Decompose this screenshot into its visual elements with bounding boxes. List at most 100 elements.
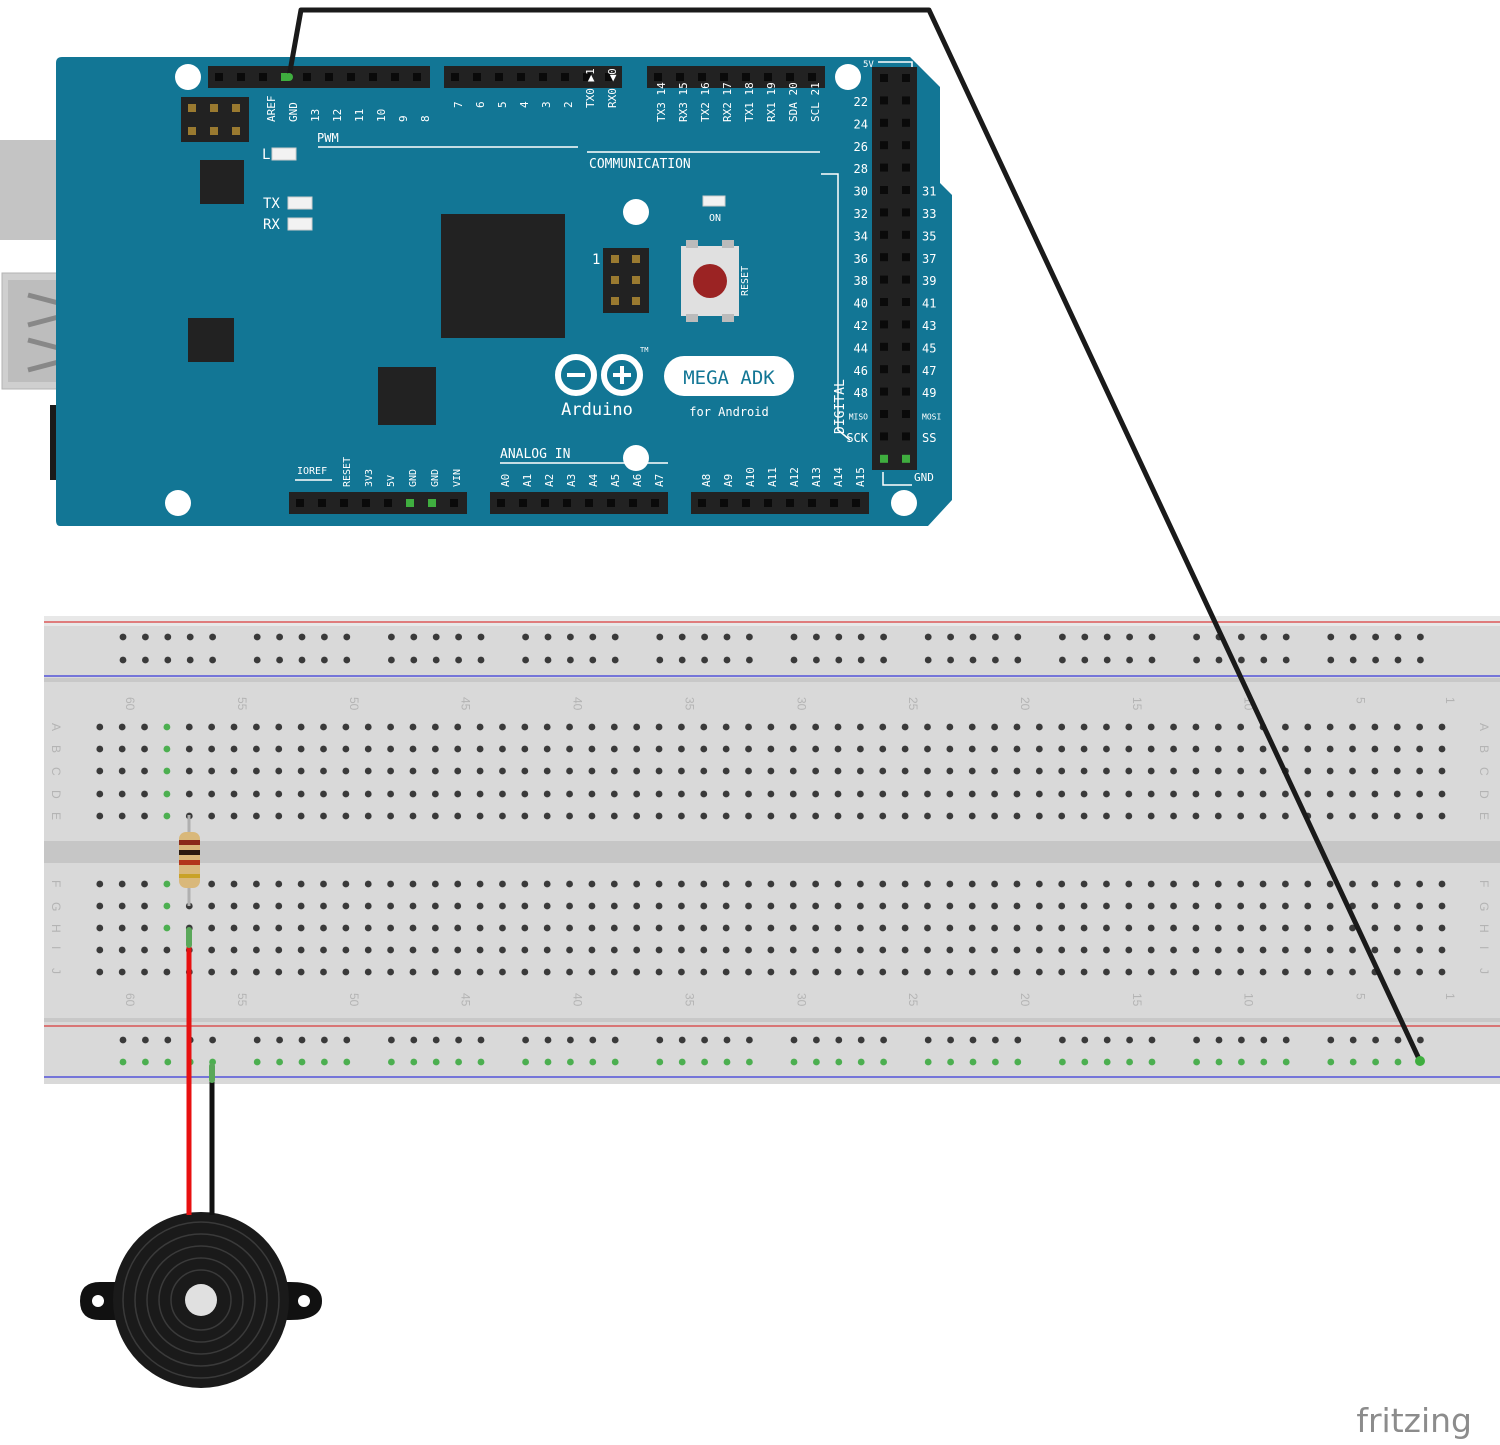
breadboard-hole[interactable]	[656, 656, 664, 664]
breadboard-hole[interactable]	[454, 968, 462, 976]
breadboard-hole[interactable]	[1237, 812, 1245, 820]
breadboard-hole[interactable]	[1147, 812, 1155, 820]
breadboard-hole[interactable]	[1394, 1036, 1402, 1044]
breadboard-hole[interactable]	[1238, 656, 1245, 664]
breadboard-hole[interactable]	[1058, 723, 1066, 731]
breadboard-hole[interactable]	[499, 902, 506, 910]
breadboard-hole[interactable]	[297, 790, 305, 798]
breadboard-hole[interactable]	[968, 790, 976, 798]
breadboard-hole[interactable]	[678, 880, 685, 888]
breadboard-hole[interactable]	[1416, 968, 1424, 976]
breadboard-hole[interactable]	[431, 723, 439, 731]
breadboard-hole[interactable]	[1416, 790, 1424, 798]
breadboard-hole[interactable]	[1147, 880, 1155, 888]
breadboard-hole[interactable]	[96, 745, 104, 753]
breadboard-hole[interactable]	[275, 790, 283, 798]
breadboard-hole[interactable]	[544, 656, 552, 664]
breadboard-hole[interactable]	[142, 1058, 149, 1066]
header-pin[interactable]	[808, 499, 816, 507]
breadboard-hole[interactable]	[320, 902, 327, 910]
breadboard-hole[interactable]	[275, 946, 283, 954]
breadboard-hole[interactable]	[1103, 633, 1111, 641]
breadboard-hole[interactable]	[118, 790, 126, 798]
breadboard-hole[interactable]	[1371, 745, 1379, 753]
breadboard-hole[interactable]	[1304, 790, 1312, 798]
breadboard-hole[interactable]	[208, 812, 216, 820]
header-pin[interactable]	[902, 387, 910, 396]
breadboard-hole[interactable]	[723, 656, 731, 664]
header-pin[interactable]	[880, 342, 888, 351]
header-pin[interactable]	[605, 73, 613, 81]
breadboard-hole[interactable]	[746, 633, 753, 641]
breadboard-hole[interactable]	[1259, 968, 1267, 976]
header-pin[interactable]	[325, 73, 333, 81]
breadboard-hole[interactable]	[1259, 767, 1267, 775]
breadboard-hole[interactable]	[1282, 1058, 1290, 1066]
breadboard-hole[interactable]	[991, 924, 998, 932]
breadboard-hole[interactable]	[834, 812, 842, 820]
breadboard-hole[interactable]	[1349, 946, 1356, 954]
breadboard-hole[interactable]	[1327, 1036, 1335, 1044]
breadboard-hole[interactable]	[991, 745, 998, 753]
breadboard-hole[interactable]	[454, 790, 462, 798]
breadboard-hole[interactable]	[163, 902, 171, 910]
breadboard-hole[interactable]	[968, 723, 976, 731]
breadboard-hole[interactable]	[186, 633, 194, 641]
header-pin[interactable]	[880, 186, 888, 194]
header-pin[interactable]	[902, 298, 910, 306]
breadboard-hole[interactable]	[185, 723, 193, 731]
breadboard-hole[interactable]	[767, 723, 775, 731]
header-pin[interactable]	[720, 499, 728, 507]
breadboard-hole[interactable]	[343, 633, 351, 641]
breadboard-hole[interactable]	[141, 723, 148, 731]
breadboard-hole[interactable]	[499, 812, 506, 820]
breadboard-hole[interactable]	[1214, 745, 1222, 753]
breadboard-hole[interactable]	[633, 968, 641, 976]
breadboard-hole[interactable]	[1438, 812, 1446, 820]
breadboard-hole[interactable]	[745, 790, 752, 798]
breadboard-hole[interactable]	[566, 924, 573, 932]
breadboard-hole[interactable]	[1147, 790, 1155, 798]
breadboard-hole[interactable]	[789, 902, 797, 910]
breadboard-hole[interactable]	[947, 1036, 954, 1044]
breadboard-hole[interactable]	[1125, 812, 1133, 820]
breadboard-hole[interactable]	[1148, 1036, 1156, 1044]
breadboard-hole[interactable]	[701, 633, 708, 641]
breadboard-hole[interactable]	[1058, 745, 1066, 753]
breadboard-hole[interactable]	[678, 1058, 686, 1066]
breadboard-hole[interactable]	[924, 968, 931, 976]
breadboard-hole[interactable]	[431, 745, 439, 753]
breadboard-hole[interactable]	[1215, 1058, 1223, 1066]
breadboard-hole[interactable]	[1304, 946, 1312, 954]
breadboard-hole[interactable]	[252, 723, 260, 731]
breadboard-hole[interactable]	[700, 968, 708, 976]
breadboard-hole[interactable]	[96, 723, 104, 731]
breadboard-hole[interactable]	[1080, 880, 1088, 888]
breadboard-hole[interactable]	[655, 767, 663, 775]
breadboard-hole[interactable]	[298, 1036, 306, 1044]
breadboard-hole[interactable]	[410, 1058, 418, 1066]
breadboard-hole[interactable]	[1326, 745, 1334, 753]
breadboard-hole[interactable]	[409, 968, 417, 976]
breadboard-hole[interactable]	[1059, 633, 1066, 641]
breadboard-hole[interactable]	[252, 767, 260, 775]
breadboard-hole[interactable]	[1081, 633, 1089, 641]
breadboard-hole[interactable]	[834, 767, 842, 775]
breadboard-hole[interactable]	[901, 902, 909, 910]
breadboard-hole[interactable]	[387, 924, 395, 932]
header-pin[interactable]	[369, 73, 377, 81]
breadboard-hole[interactable]	[746, 1036, 753, 1044]
breadboard-hole[interactable]	[1417, 1036, 1424, 1044]
breadboard-hole[interactable]	[522, 656, 529, 664]
breadboard-hole[interactable]	[722, 946, 730, 954]
breadboard-hole[interactable]	[588, 745, 596, 753]
breadboard-hole[interactable]	[745, 968, 752, 976]
breadboard-hole[interactable]	[812, 812, 820, 820]
header-pin[interactable]	[880, 118, 888, 127]
breadboard-hole[interactable]	[252, 946, 260, 954]
breadboard-hole[interactable]	[1192, 812, 1200, 820]
breadboard-hole[interactable]	[722, 812, 730, 820]
reset-button[interactable]	[681, 240, 739, 322]
breadboard-hole[interactable]	[387, 812, 395, 820]
breadboard-hole[interactable]	[722, 745, 730, 753]
